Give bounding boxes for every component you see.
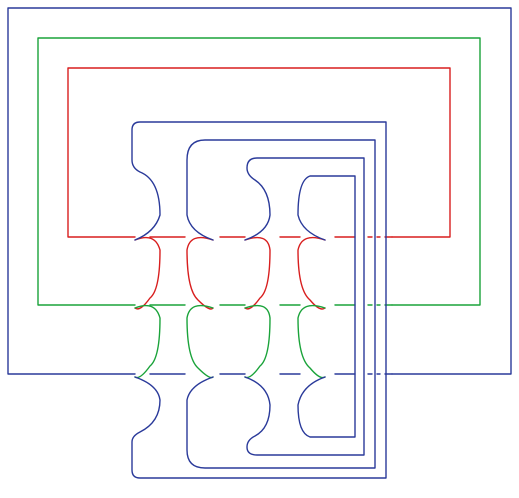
- green-clasp-2: [186, 304, 214, 379]
- horizontal-strands: [149, 236, 393, 375]
- green-clasp-1: [134, 304, 161, 379]
- red-clasps: [134, 236, 326, 310]
- green-clasp-4: [297, 304, 326, 379]
- green-clasp-3: [244, 304, 271, 379]
- red-outer-loop: [67, 67, 451, 238]
- red-clasp-2: [186, 236, 214, 310]
- red-clasp-4: [297, 236, 326, 310]
- blue-upper-hook-3: [244, 157, 365, 456]
- red-clasp-3: [244, 236, 271, 310]
- blue-upper-frame: [131, 121, 387, 479]
- blue-upper-hook-2: [186, 139, 376, 469]
- blue-upper-hook-4: [297, 175, 356, 438]
- red-clasp-1: [134, 236, 161, 310]
- green-outer-loop: [37, 37, 481, 306]
- blue-outer-loop: [7, 7, 512, 375]
- green-clasps: [134, 304, 326, 379]
- outer-loops: [7, 7, 512, 375]
- blue-upper-hook-1: [131, 121, 387, 479]
